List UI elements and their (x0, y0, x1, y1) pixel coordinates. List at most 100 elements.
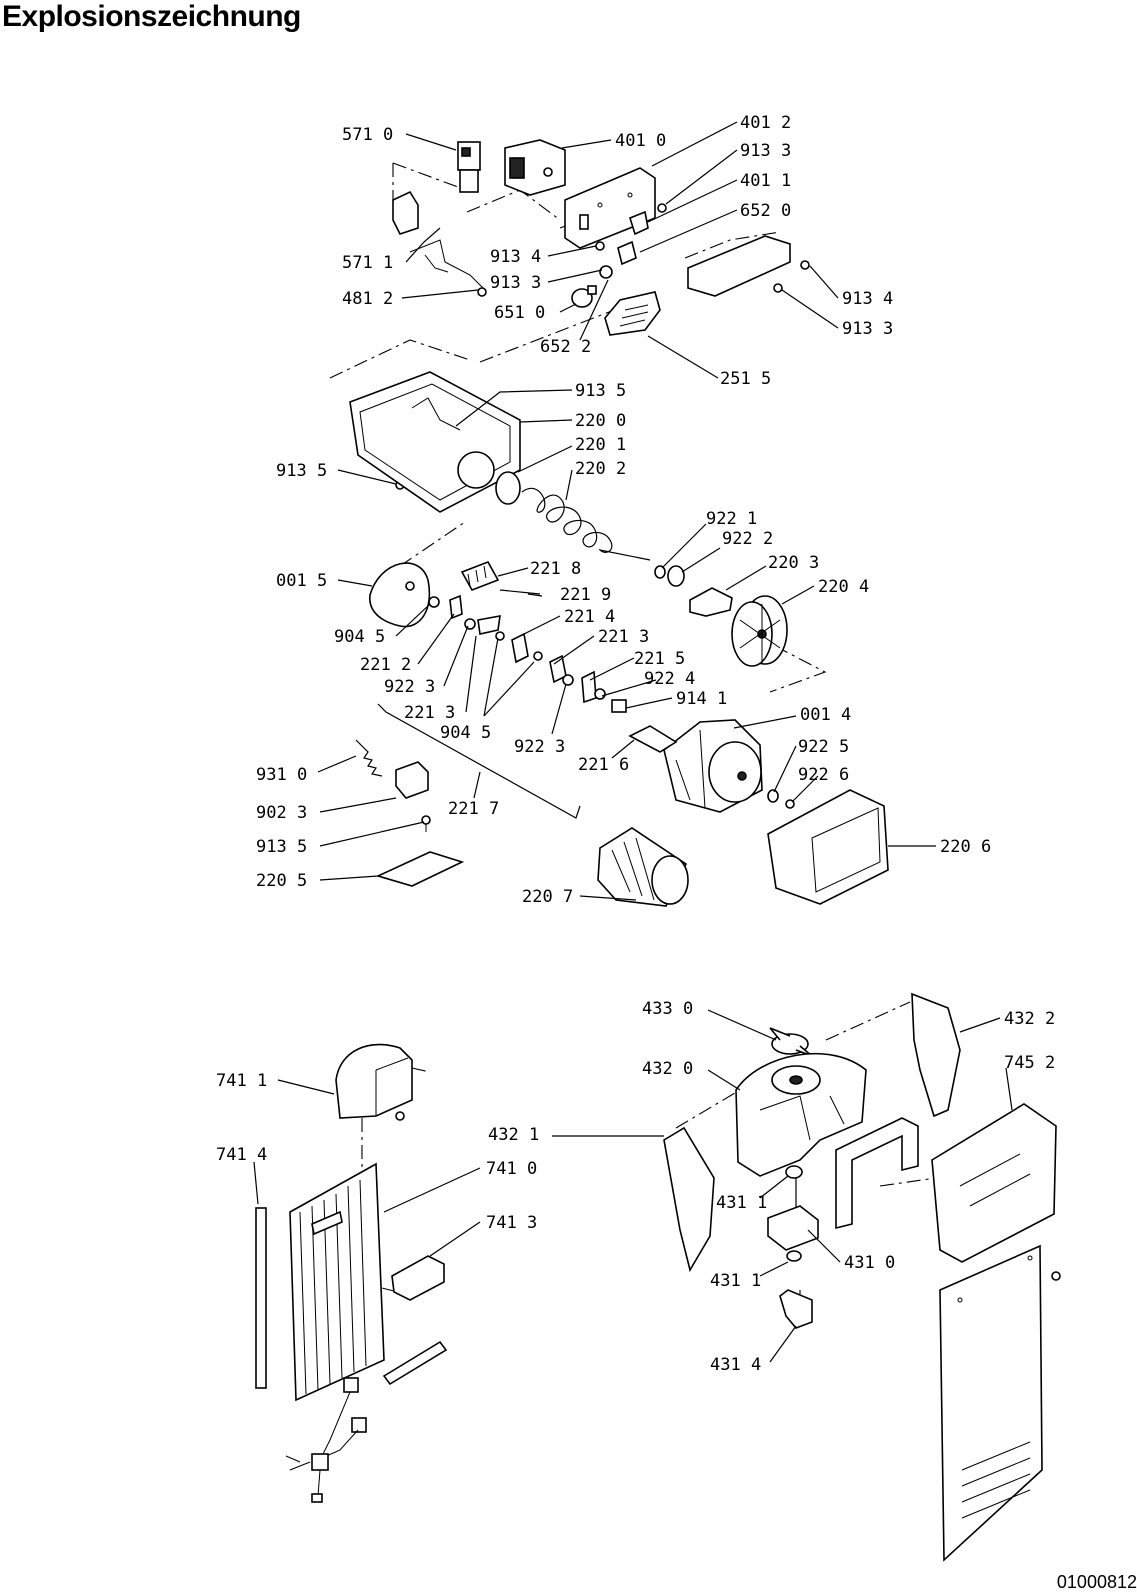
callout-label: 931 0 (256, 765, 307, 785)
callout-label: 922 6 (798, 765, 849, 785)
part-solenoid-4010 (504, 139, 566, 196)
callout-label: 431 1 (716, 1193, 767, 1213)
leader-lines-upper (317, 121, 936, 901)
part-rod-2217 (377, 703, 581, 819)
callout-label: 221 8 (530, 559, 581, 579)
document-id: 01000812 (1056, 1572, 1137, 1592)
callout-label: 251 5 (720, 369, 771, 389)
callout-label: 221 4 (564, 607, 615, 627)
part-clip-7413 (391, 1255, 445, 1301)
callout-label: 220 3 (768, 553, 819, 573)
callout-label: 401 2 (740, 113, 791, 133)
part-lever-2216 (628, 725, 678, 753)
callout-labels-upper: 571 0 401 0 401 2 913 3 401 1 652 0 571 … (256, 113, 991, 907)
callout-label: 913 3 (490, 273, 541, 293)
callout-label: 220 0 (575, 411, 626, 431)
callout-label: 220 6 (940, 837, 991, 857)
leader-lines-lower-left (253, 1079, 481, 1257)
part-front-plate-0015 (369, 562, 431, 628)
callout-label: 221 5 (634, 649, 685, 669)
part-bracket-9023 (395, 761, 429, 799)
part-bulb-6510 (571, 285, 597, 308)
part-strip-7414 (255, 1207, 267, 1389)
part-duct-7411 (335, 1043, 413, 1121)
callout-label: 922 3 (384, 677, 435, 697)
part-light-cover-2515 (604, 291, 661, 336)
callout-label: 922 1 (706, 509, 757, 529)
callout-label: 220 1 (575, 435, 626, 455)
callout-label: 922 2 (722, 529, 773, 549)
callout-label: 922 4 (644, 669, 695, 689)
part-fan-4330 (769, 1027, 813, 1057)
callout-label: 432 0 (642, 1059, 693, 1079)
part-spring-9310 (355, 739, 383, 777)
leader-lines-lower-right (552, 1009, 1013, 1363)
callout-label: 431 0 (844, 1253, 895, 1273)
part-motor-0014 (663, 719, 763, 813)
callout-label: 652 0 (740, 201, 791, 221)
part-washers-9221-9222 (654, 565, 685, 587)
callout-label: 431 1 (710, 1271, 761, 1291)
callout-label: 221 6 (578, 755, 629, 775)
part-switch-5710 (457, 141, 481, 193)
callout-labels-lower-right: 433 0 432 2 432 0 745 2 432 1 431 1 431 … (488, 999, 1055, 1375)
callout-label: 221 7 (448, 799, 499, 819)
callout-label: 433 0 (642, 999, 693, 1019)
callout-label: 481 2 (342, 289, 393, 309)
part-shroud-4320 (735, 1052, 867, 1177)
callout-label: 401 0 (615, 131, 666, 151)
callout-label: 902 3 (256, 803, 307, 823)
callout-label: 741 1 (216, 1071, 267, 1091)
callout-label: 913 5 (256, 837, 307, 857)
part-cover-2206 (767, 789, 889, 905)
part-bracket-5711 (392, 190, 419, 235)
callout-label: 220 7 (522, 887, 573, 907)
part-gear-2218 (460, 561, 500, 591)
callout-label: 914 1 (676, 689, 727, 709)
part-frame (835, 1117, 919, 1230)
part-plate-2205 (375, 851, 465, 887)
callout-label: 741 0 (486, 1159, 537, 1179)
callout-label: 220 5 (256, 871, 307, 891)
callout-label: 220 2 (575, 459, 626, 479)
callout-label: 651 0 (494, 303, 545, 323)
part-collar-2201 (495, 471, 521, 505)
callout-label: 571 0 (342, 125, 393, 145)
part-rail-bracket (687, 235, 791, 297)
callout-label: 913 5 (575, 381, 626, 401)
part-mounting-plate-4012 (564, 167, 656, 249)
part-pin-2219 (499, 589, 541, 595)
callout-label: 741 3 (486, 1213, 537, 1233)
part-drum-2207 (597, 827, 689, 907)
part-baffle-4322 (911, 992, 961, 1118)
callout-label: 401 1 (740, 171, 791, 191)
callout-label: 221 2 (360, 655, 411, 675)
callout-label: 922 3 (514, 737, 565, 757)
part-screw-9135 (421, 815, 431, 832)
part-shaft-components (428, 594, 627, 713)
callout-label: 913 4 (842, 289, 893, 309)
callout-label: 913 5 (276, 461, 327, 481)
part-wire-harness (285, 1340, 448, 1503)
callout-label: 904 5 (334, 627, 385, 647)
part-baffle-4321 (663, 1126, 715, 1273)
callout-label: 904 5 (440, 723, 491, 743)
callout-label: 001 4 (800, 705, 851, 725)
callout-labels-lower-left: 741 1 741 4 741 0 741 3 (216, 1071, 537, 1233)
callout-label: 221 3 (404, 703, 455, 723)
callout-label: 741 4 (216, 1145, 267, 1165)
part-housing-2200 (349, 371, 521, 513)
callout-label: 220 4 (818, 577, 869, 597)
part-auger-2202 (521, 487, 651, 561)
callout-label: 221 9 (560, 585, 611, 605)
part-panel-7410 (289, 1162, 385, 1402)
callout-label: 913 4 (490, 247, 541, 267)
callout-label: 431 4 (710, 1355, 761, 1375)
page-title: Explosionszeichnung (2, 0, 301, 33)
part-lamp-socket-6520 (617, 240, 637, 266)
part-impeller-2204 (731, 595, 788, 667)
part-motor-4310 (767, 1165, 819, 1329)
callout-label: 432 2 (1004, 1009, 1055, 1029)
callout-label: 913 3 (842, 319, 893, 339)
